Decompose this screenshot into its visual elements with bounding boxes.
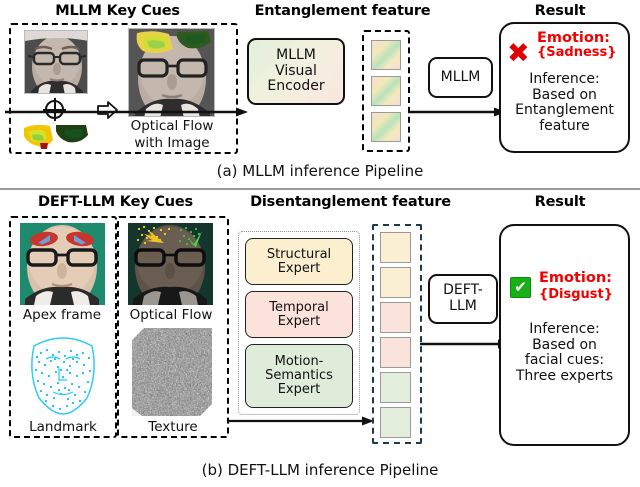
- panel-a-result-box: ✖ Emotion: {Sadness} Inference: Based on…: [499, 22, 630, 153]
- deft-llm-line-1: DEFT-: [443, 282, 483, 299]
- mllm-box[interactable]: MLLM: [428, 57, 493, 98]
- entangled-token-1: [371, 40, 401, 70]
- panel-b-optical-flow-image: [128, 223, 213, 305]
- panel-a-caption: (a) MLLM inference Pipeline: [216, 162, 424, 180]
- entangled-token-3: [371, 112, 401, 142]
- panel-b-disentanglement-feature-group: [372, 224, 422, 444]
- panel-divider: [0, 188, 640, 190]
- panel-b-experts-group: [238, 231, 360, 415]
- panel-b-inference-line-4: Three experts: [515, 368, 614, 385]
- motion-semantics-expert-line-3: Expert: [277, 381, 321, 397]
- panel-a-optical-flow-with-image: [128, 28, 215, 117]
- deft-llm-box[interactable]: DEFT- LLM: [428, 274, 498, 324]
- disentangled-token-1: [380, 232, 411, 263]
- panel-b-caption: (b) DEFT-LLM inference Pipeline: [201, 461, 439, 479]
- panel-a-inference-line-3: Entanglement: [515, 102, 614, 119]
- block-arrow-right-icon: [97, 100, 119, 124]
- deft-llm-inference-pipeline-panel: DEFT-LLM Key Cues Disentanglement featur…: [0, 191, 640, 487]
- panel-b-cues-left-group: [9, 216, 117, 438]
- panel-b-cues-right-group: [117, 216, 229, 438]
- encoder-line-3: Encoder: [267, 78, 325, 95]
- panel-a-flow-label-line1: Optical Flow: [130, 118, 214, 134]
- panel-b-emotion-value: {Disgust}: [539, 287, 614, 302]
- structural-expert-line-1: Structural: [266, 246, 332, 262]
- panel-b-emotion-label: Emotion:: [539, 270, 612, 286]
- check-mark-icon: ✔: [510, 277, 531, 298]
- motion-semantics-expert-line-1: Motion-: [274, 354, 324, 370]
- panel-a-arrow-feature-to-mllm: [408, 104, 508, 123]
- panel-b-apex-frame-label: Apex frame: [22, 307, 102, 323]
- panel-b-result-box: ✔ Emotion: {Disgust} Inference: Based on…: [499, 224, 630, 446]
- mllm-visual-encoder-box[interactable]: MLLM Visual Encoder: [247, 38, 345, 105]
- panel-a-inference-line-4: feature: [539, 118, 590, 135]
- entangled-token-2: [371, 76, 401, 106]
- panel-b-cues-title: DEFT-LLM Key Cues: [38, 194, 193, 210]
- panel-a-entanglement-feature-group: [362, 30, 410, 152]
- encoder-line-2: Visual: [275, 62, 317, 79]
- panel-b-landmark-label: Landmark: [29, 419, 97, 435]
- disentangled-token-5: [380, 372, 411, 403]
- panel-b-arrow-experts-to-feature: [228, 413, 376, 432]
- panel-b-optical-flow-label: Optical Flow: [129, 307, 213, 323]
- circled-plus-icon: [43, 98, 66, 121]
- panel-a-arrow-cues-to-encoder: [0, 104, 250, 123]
- panel-a-emotion-label: Emotion:: [537, 30, 610, 46]
- temporal-expert-line-2: Expert: [277, 313, 321, 329]
- panel-a-inference-line-2: Based on: [532, 86, 597, 103]
- motion-semantics-expert-box[interactable]: Motion- Semantics Expert: [245, 344, 353, 408]
- panel-b-inference-line-3: facial cues:: [524, 352, 605, 369]
- deft-llm-line-2: LLM: [449, 298, 477, 314]
- panel-a-flow-label-line2: with Image: [134, 135, 210, 151]
- x-mark-icon: ✖: [507, 38, 530, 69]
- panel-a-inference-line-1: Inference:: [529, 71, 600, 87]
- panel-b-result-title: Result: [534, 194, 586, 210]
- panel-a-key-cues-group: [9, 23, 238, 154]
- structural-expert-line-2: Expert: [277, 260, 321, 276]
- structural-expert-box[interactable]: Structural Expert: [245, 238, 353, 285]
- panel-b-inference-line-2: Based on: [532, 336, 597, 353]
- panel-a-optical-flow-blob: [20, 122, 92, 150]
- panel-b-texture-image: [132, 328, 212, 416]
- panel-b-apex-frame-image: [20, 223, 105, 305]
- panel-a-result-title: Result: [534, 3, 586, 19]
- panel-a-emotion-value: {Sadness}: [537, 45, 617, 60]
- panel-b-feature-title: Disentanglement feature: [250, 194, 451, 210]
- mllm-inference-pipeline-panel: MLLM Key Cues Entanglement feature Resul…: [0, 0, 640, 188]
- encoder-line-1: MLLM: [276, 46, 316, 63]
- disentangled-token-3: [380, 302, 411, 333]
- disentangled-token-2: [380, 267, 411, 298]
- disentangled-token-6: [380, 407, 411, 438]
- panel-a-source-face-image: [24, 30, 88, 94]
- panel-b-landmark-image: [24, 328, 102, 416]
- panel-a-feature-title: Entanglement feature: [254, 3, 431, 19]
- panel-b-texture-label: Texture: [148, 419, 198, 435]
- panel-a-cues-title: MLLM Key Cues: [55, 3, 180, 19]
- disentangled-token-4: [380, 337, 411, 368]
- temporal-expert-box[interactable]: Temporal Expert: [245, 291, 353, 338]
- temporal-expert-line-1: Temporal: [269, 299, 329, 315]
- motion-semantics-expert-line-2: Semantics: [265, 368, 333, 384]
- panel-b-inference-line-1: Inference:: [529, 321, 600, 337]
